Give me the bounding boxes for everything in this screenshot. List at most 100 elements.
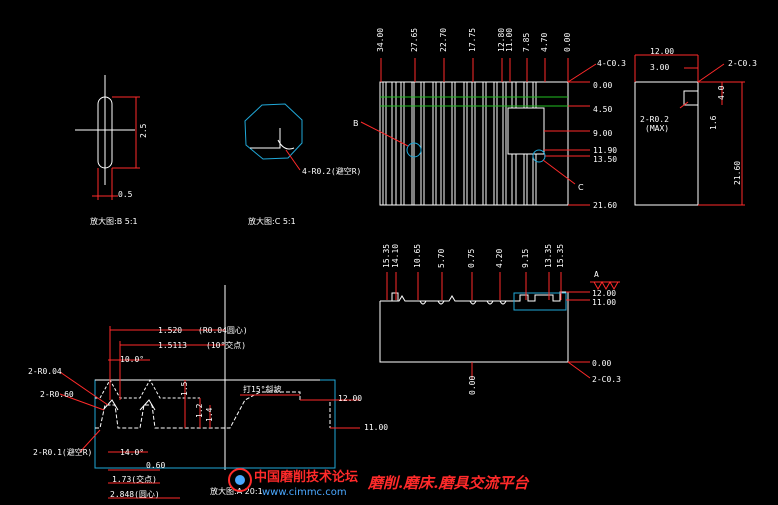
body-outline xyxy=(379,81,569,206)
detail-b-dims xyxy=(92,96,140,200)
a-slope: 打15°斜坡 xyxy=(243,384,281,394)
side-dim-4: 4.0 xyxy=(717,85,726,100)
watermark-logo-core xyxy=(235,475,245,485)
a-060: 0.60 xyxy=(146,461,165,470)
a-1520-note: (R0.04圆心) xyxy=(198,326,248,335)
bd-bottom-zero: 0.00 xyxy=(468,376,477,395)
bd-chamfer: 2-C0.3 xyxy=(592,375,621,384)
a-15113: 1.5113 xyxy=(158,341,187,350)
surface-symbols xyxy=(590,280,620,291)
bd-4: 0.75 xyxy=(467,249,476,268)
rdim-4-5: 4.50 xyxy=(593,105,612,114)
dim-7: 7.85 xyxy=(522,33,531,52)
bd-2: 10.65 xyxy=(413,244,422,268)
dim-27: 27.65 xyxy=(410,28,419,52)
rdim-9: 9.00 xyxy=(593,129,612,138)
dim-11: 11.00 xyxy=(505,28,514,52)
a-14: 1.4 xyxy=(205,407,214,422)
a-angle14: 14.0° xyxy=(120,448,144,457)
side-outline xyxy=(634,81,699,206)
bd-0: 15.35 xyxy=(382,244,391,268)
side-slot xyxy=(683,90,699,106)
profile-notches xyxy=(391,292,507,305)
a-r01: 2-R0.1(避空R) xyxy=(33,447,92,457)
rdim-0: 0.00 xyxy=(593,81,612,90)
label-b: B xyxy=(353,119,359,128)
chamfer-4c03: 4-C0.3 xyxy=(597,59,626,68)
c-caption: 放大图:C 5:1 xyxy=(248,216,296,226)
a-angle10: 10.0° xyxy=(120,355,144,364)
a-2848: 2.848(圆心) xyxy=(110,490,160,499)
detail-c-view: 4-R0.2(避空R) 放大图:C 5:1 xyxy=(244,103,361,226)
a-11d: 11.00 xyxy=(364,423,388,432)
side-slot-dim: 3.00 xyxy=(650,63,669,72)
corner-arc xyxy=(277,139,295,150)
bd-8: 15.35 xyxy=(556,244,565,268)
side-chamfer: 2-C0.3 xyxy=(728,59,757,68)
tooth-1 xyxy=(102,399,119,411)
dim-22: 22.70 xyxy=(439,28,448,52)
watermark: 中国磨削技术论坛 www.cimmc.com 磨削.磨床.磨具交流平台 xyxy=(228,468,529,498)
profile-outline xyxy=(379,291,569,363)
label-a: A xyxy=(594,270,599,279)
side-width: 12.00 xyxy=(650,47,674,56)
label-c: C xyxy=(578,183,584,192)
top-view-right: 12.00 3.00 2-C0.3 2-R0.2 (MAX) 4.0 1.6 2… xyxy=(634,47,757,206)
bd-1: 14.10 xyxy=(391,244,400,268)
side-radius-max: (MAX) xyxy=(645,124,669,133)
watermark-logo xyxy=(228,468,252,492)
leader-c xyxy=(542,159,576,185)
bottom-dim-labels: 15.35 14.10 10.65 5.70 0.75 4.20 9.15 13… xyxy=(382,244,565,268)
corner-lines xyxy=(250,128,281,149)
bd-3: 5.70 xyxy=(437,249,446,268)
a-r060: 2-R0.60 xyxy=(40,390,74,399)
b-width: 0.5 xyxy=(118,190,133,199)
top-dim-leaders xyxy=(380,58,569,82)
b-caption: 放大图:B 5:1 xyxy=(90,216,138,226)
detail-a-box xyxy=(513,292,567,311)
dim-4: 4.70 xyxy=(540,33,549,52)
detail-b-circle xyxy=(406,142,422,158)
bd-6: 9.15 xyxy=(521,249,530,268)
leader-b xyxy=(360,121,409,147)
dim-34: 34.00 xyxy=(376,28,385,52)
watermark-title: 中国磨削技术论坛 xyxy=(254,469,358,485)
right-dim-leaders xyxy=(544,63,597,206)
a-12: 1.2 xyxy=(195,403,204,418)
dim-17: 17.75 xyxy=(468,28,477,52)
detail-a-view: 1.520 (R0.04圆心) 1.5113 (10°交点) 10.0° 2-R… xyxy=(28,285,388,499)
a-r004: 2-R0.04 xyxy=(28,367,62,376)
side-dims xyxy=(634,54,745,206)
dashed-profile-1 xyxy=(95,378,200,399)
detail-a-dims xyxy=(59,326,360,499)
bottom-right-view: 15.35 14.10 10.65 5.70 0.75 4.20 9.15 13… xyxy=(379,244,621,395)
octagon xyxy=(244,103,303,160)
a-15113-note: (10°交点) xyxy=(206,340,246,350)
window-cutout xyxy=(507,107,545,155)
side-height: 21.60 xyxy=(733,161,742,185)
side-radius: 2-R0.2 xyxy=(640,115,669,124)
top-view-left: 34.00 27.65 22.70 17.75 12.80 11.00 7.85… xyxy=(353,28,626,210)
watermark-url: www.cimmc.com xyxy=(262,487,347,498)
rdim-21-6: 21.60 xyxy=(593,201,617,210)
bd-7: 13.35 xyxy=(544,244,553,268)
dashed-profile-2 xyxy=(95,391,331,429)
rdim-11-9: 11.90 xyxy=(593,146,617,155)
c-note: 4-R0.2(避空R) xyxy=(302,166,361,176)
side-dim-16: 1.6 xyxy=(709,115,718,130)
rdim-13-5: 13.50 xyxy=(593,155,617,164)
tooth-2 xyxy=(139,399,156,411)
top-dim-labels: 34.00 27.65 22.70 17.75 12.80 11.00 7.85… xyxy=(376,28,572,52)
detail-b-view: 2.5 0.5 放大图:B 5:1 xyxy=(75,75,148,226)
watermark-slogan: 磨削.磨床.磨具交流平台 xyxy=(367,474,529,492)
c-leader xyxy=(285,149,301,171)
detail-c-circle xyxy=(532,149,546,163)
a-1520: 1.520 xyxy=(158,326,182,335)
bd-12: 12.00 xyxy=(592,289,616,298)
bd-zero: 0.00 xyxy=(592,359,611,368)
a-15: 1.5 xyxy=(180,381,189,396)
bd-11: 11.00 xyxy=(592,298,616,307)
b-height: 2.5 xyxy=(139,123,148,138)
